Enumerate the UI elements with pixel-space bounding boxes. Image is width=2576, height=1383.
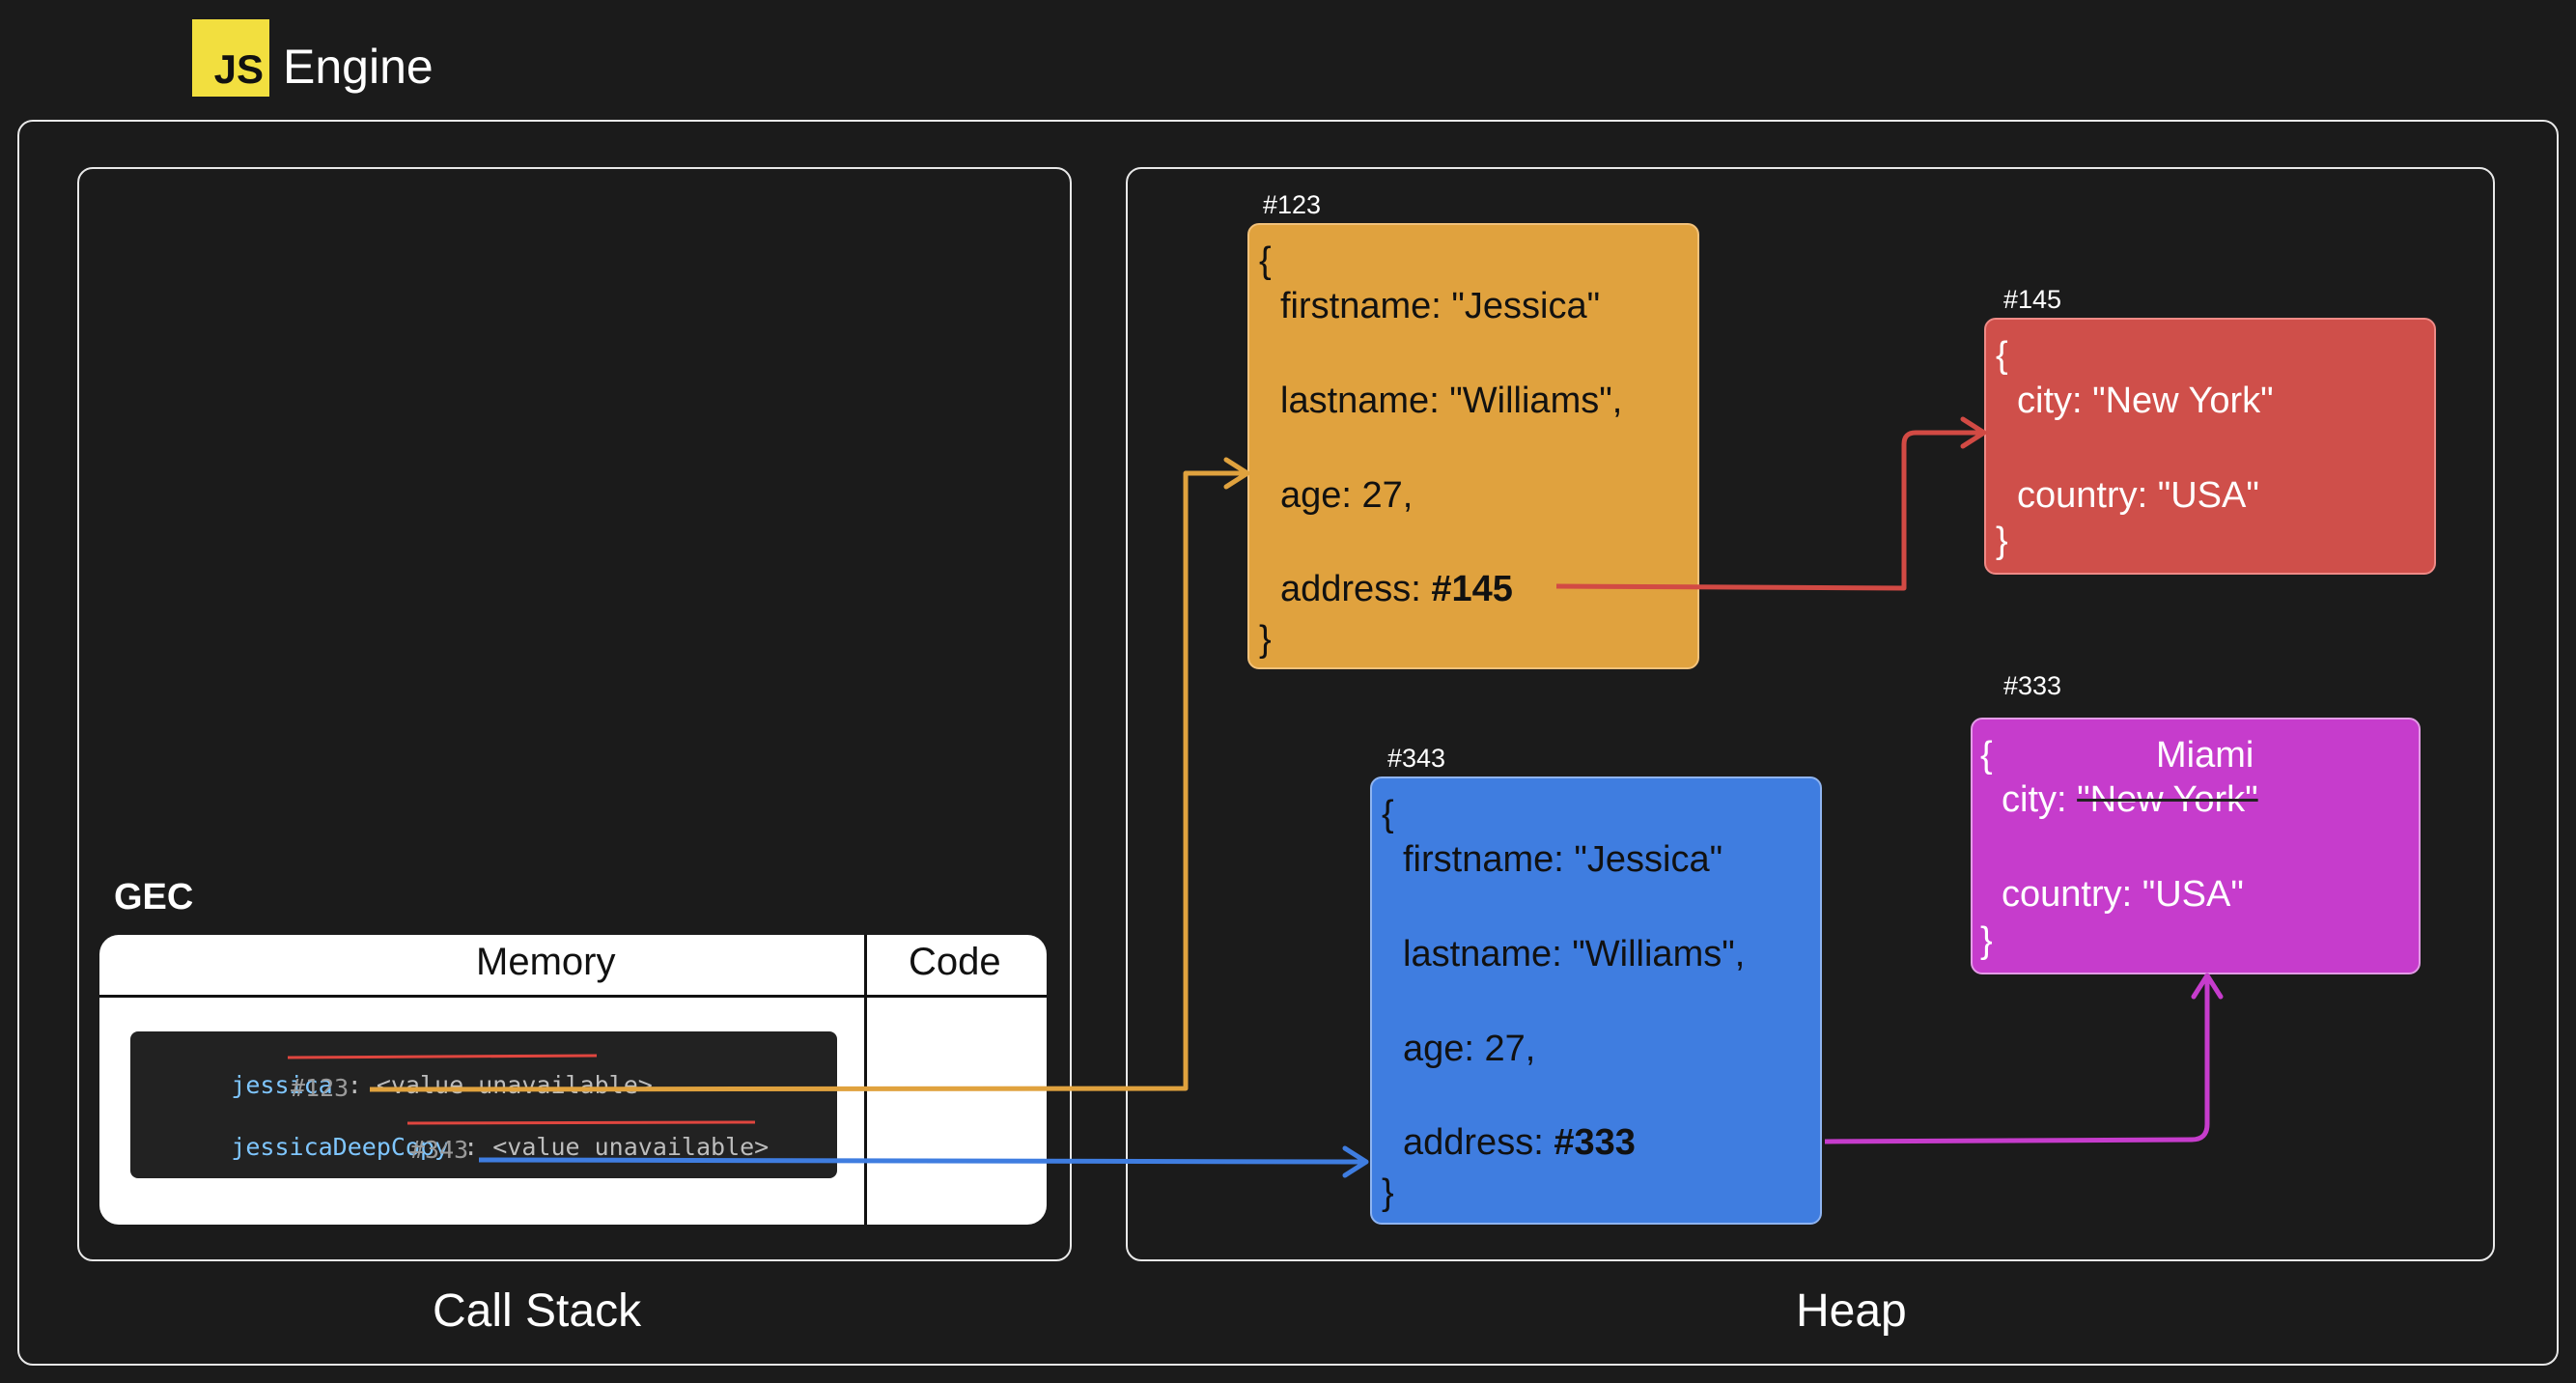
property-key: address:: [1280, 569, 1432, 609]
memory-entry-jessicadeepcopy: jessicaDeepCopy : <value unavailable>: [144, 1105, 769, 1189]
memory-panel: jessica : <value unavailable> #123 jessi…: [130, 1031, 837, 1178]
separator: :: [449, 1133, 493, 1161]
gec-box: Memory Code jessica : <value unavailable…: [99, 935, 1047, 1225]
reference-value: #333: [1554, 1122, 1636, 1163]
object-open-brace: {: [1980, 735, 1993, 776]
variable-name: jessica: [231, 1071, 333, 1099]
old-city-value: "New York": [2077, 779, 2258, 820]
updated-city-value: Miami: [2156, 735, 2254, 776]
engine-frame: [17, 120, 2559, 1366]
object-close-brace: }: [1980, 920, 1993, 961]
memory-address: #123: [291, 1074, 350, 1102]
object-address-label: #333: [2003, 671, 2062, 700]
gec-column-divider: [864, 935, 867, 1225]
unavailable-value: <value unavailable>: [492, 1133, 770, 1161]
object-property: city: "New York": [2017, 381, 2274, 421]
heap-label: Heap: [1796, 1285, 1907, 1337]
object-address-label: #343: [1387, 744, 1446, 773]
call-stack-label: Call Stack: [433, 1285, 642, 1337]
object-property: age: 27,: [1403, 1029, 1536, 1069]
object-close-brace: }: [1382, 1172, 1394, 1213]
object-property: lastname: "Williams",: [1403, 934, 1746, 974]
code-header: Code: [909, 941, 1001, 983]
heap-object-333: { Miami city: "New York" country: "USA" …: [1971, 718, 2421, 974]
js-logo: JS: [192, 19, 269, 97]
object-property: firstname: "Jessica": [1403, 839, 1723, 880]
object-close-brace: }: [1259, 619, 1272, 660]
gec-header-divider: [99, 995, 1047, 998]
object-close-brace: }: [1996, 521, 2008, 561]
property-key: city:: [2002, 779, 2078, 820]
reference-value: #145: [1431, 569, 1513, 609]
variable-name: jessicaDeepCopy: [231, 1133, 450, 1161]
object-address-property: address: #333: [1403, 1124, 1636, 1161]
object-open-brace: {: [1259, 240, 1272, 281]
memory-header: Memory: [476, 941, 616, 983]
object-open-brace: {: [1996, 335, 2008, 376]
unavailable-value: <value unavailable>: [376, 1071, 653, 1099]
separator: :: [332, 1071, 377, 1099]
heap-object-145: { city: "New York" country: "USA" }: [1984, 318, 2436, 575]
object-property: firstname: "Jessica": [1280, 286, 1601, 326]
object-address-property: address: #145: [1280, 571, 1513, 607]
object-property-city: city: "New York": [2002, 781, 2258, 818]
object-property: lastname: "Williams",: [1280, 381, 1623, 421]
object-address-label: #123: [1263, 190, 1322, 219]
object-property: age: 27,: [1280, 475, 1414, 516]
engine-title: Engine: [283, 40, 434, 94]
object-property: country: "USA": [2002, 874, 2244, 915]
property-key: address:: [1403, 1122, 1554, 1163]
memory-address: #343: [410, 1136, 469, 1164]
object-open-brace: {: [1382, 794, 1394, 834]
object-property: country: "USA": [2017, 475, 2259, 516]
object-address-label: #145: [2003, 285, 2062, 314]
heap-object-123: { firstname: "Jessica" lastname: "Willia…: [1247, 223, 1699, 669]
gec-label: GEC: [114, 877, 194, 917]
heap-object-343: { firstname: "Jessica" lastname: "Willia…: [1370, 776, 1822, 1225]
